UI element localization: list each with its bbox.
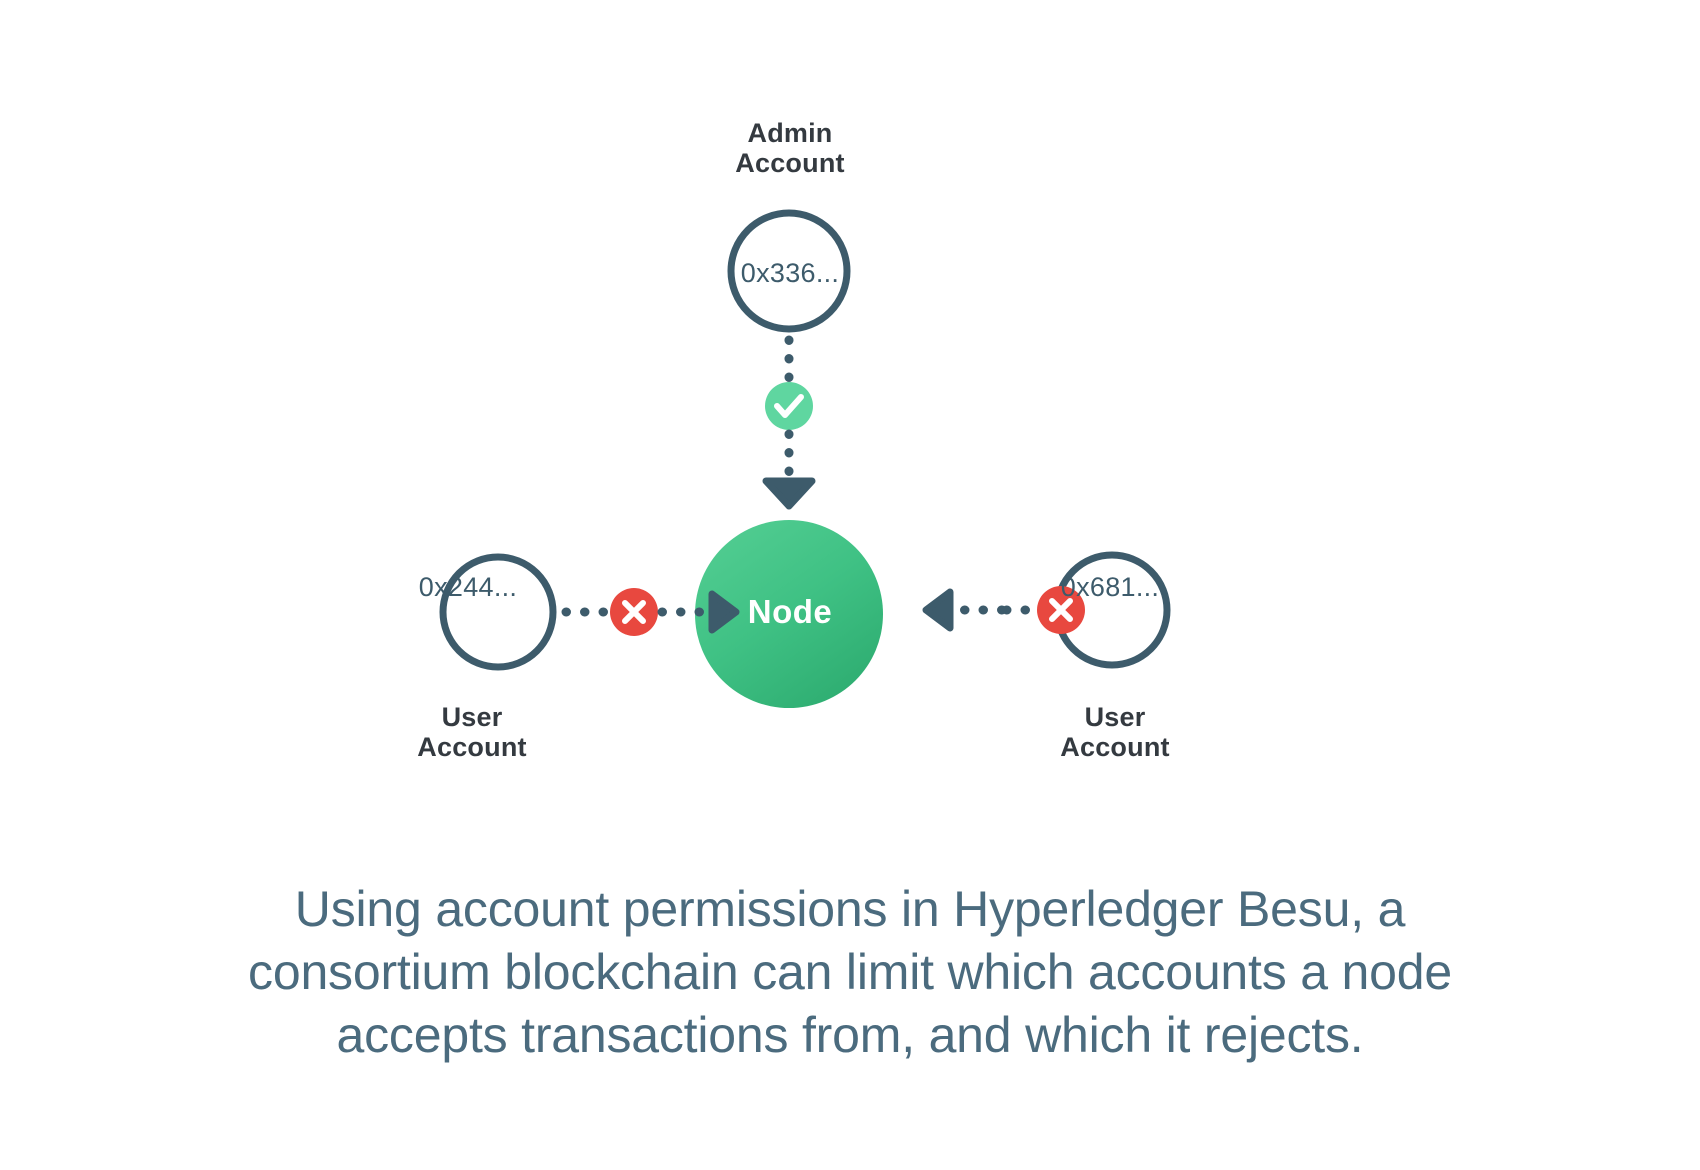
check-icon <box>774 394 804 418</box>
user-right-account-address: 0x681... <box>1060 572 1160 602</box>
admin-account-circle[interactable] <box>727 209 851 333</box>
user-right-arrowhead-icon <box>922 588 954 632</box>
user-left-account-address: 0x244... <box>418 572 518 602</box>
admin-arrowhead-icon <box>762 477 816 510</box>
user-left-cross-icon <box>622 600 646 624</box>
user-left-arrowhead-icon <box>708 590 740 634</box>
user-left-account-circle[interactable] <box>439 553 557 671</box>
diagram-graphics <box>439 209 1171 708</box>
diagram-caption: Using account permissions in Hyperledger… <box>248 881 1452 1063</box>
user-right-account-label: User Account <box>1060 702 1170 763</box>
user-left-account-label: User Account <box>417 702 527 763</box>
node-label: Node <box>747 593 833 630</box>
node-circle[interactable] <box>695 520 883 708</box>
admin-account-label: Admin Account <box>735 118 845 179</box>
admin-account-address: 0x336... <box>740 258 840 288</box>
user-right-cross-icon <box>1049 598 1073 622</box>
permissions-diagram: Admin Account 0x336... Node 0x244... Use… <box>417 118 1171 763</box>
